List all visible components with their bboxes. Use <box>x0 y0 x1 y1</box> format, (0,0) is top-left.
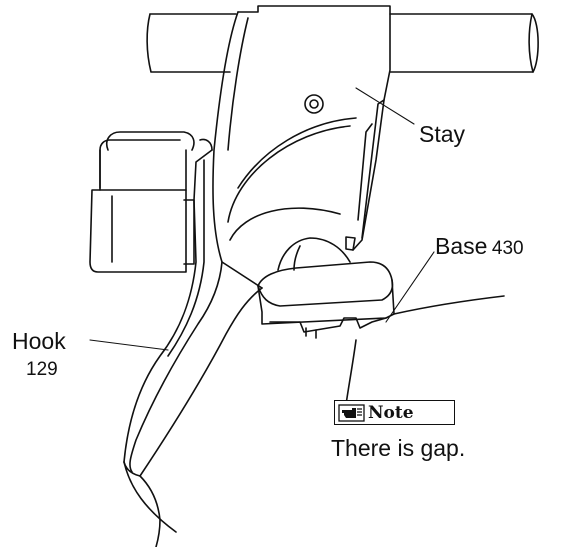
stay-label: Stay <box>419 121 466 147</box>
hook-label: Hook <box>12 328 66 354</box>
note-badge: Note <box>334 400 455 425</box>
note-text: There is gap. <box>331 435 466 461</box>
base-label-text: Base <box>435 233 488 259</box>
base-label-number: 430 <box>491 238 524 259</box>
stay-bracket <box>212 5 391 289</box>
base-label: Base 430 <box>435 233 524 259</box>
frame-tube <box>146 13 539 73</box>
base-block <box>257 261 395 339</box>
side-cover <box>89 131 195 273</box>
note-title: Note <box>368 402 414 423</box>
hook-number: 129 <box>26 359 58 380</box>
leader-lines <box>89 87 435 351</box>
pointing-hand-icon <box>338 403 365 422</box>
